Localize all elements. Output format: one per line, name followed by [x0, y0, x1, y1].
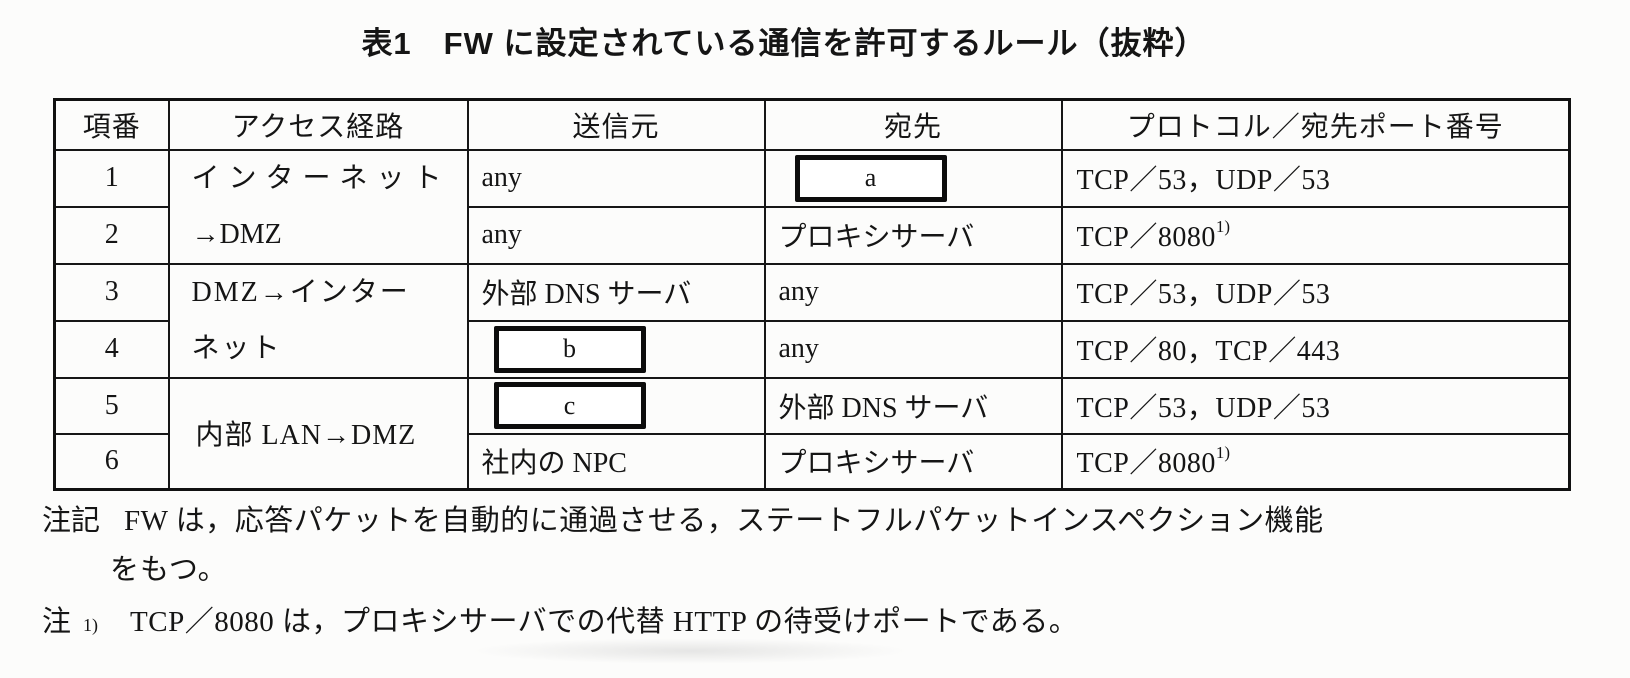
- header-destination: 宛先: [763, 98, 1063, 151]
- blank-letter-b: b: [563, 334, 576, 363]
- footnote-ref-6: 1): [1215, 443, 1231, 463]
- cell-no-2: 2: [53, 205, 170, 265]
- cell-source-6: 社内の NPC: [466, 432, 766, 491]
- cell-no-4: 4: [53, 319, 170, 379]
- cell-dest-1: a: [763, 148, 1063, 208]
- table-title: 表1 FW に設定されている通信を許可するルール（抜粋）: [361, 26, 1207, 61]
- protocol-text-4: TCP／80，TCP／443: [1076, 336, 1341, 367]
- cell-dest-6: プロキシサーバ: [763, 432, 1063, 491]
- route-line-1: DMZ→インター: [191, 276, 410, 308]
- cell-protocol-6: TCP／80801): [1060, 432, 1571, 491]
- cell-source-3: 外部 DNS サーバ: [466, 262, 766, 322]
- cell-no-6: 6: [53, 432, 170, 491]
- table-notes: 注記 FW は，応答パケットを自動的に通過させる，ステートフルパケットインスペク…: [42, 497, 1630, 650]
- cell-dest-2: プロキシサーバ: [763, 205, 1063, 265]
- table-row-1: 1 インターネット →DMZ any a TCP／53，UDP／53: [53, 148, 1571, 265]
- note-remark: 注記 FW は，応答パケットを自動的に通過させる，ステートフルパケットインスペク…: [42, 497, 1630, 546]
- cell-source-1: any: [466, 148, 766, 208]
- header-row: 項番 アクセス経路 送信元 宛先 プロトコル／宛先ポート番号: [53, 98, 1571, 151]
- cell-protocol-1: TCP／53，UDP／53: [1060, 148, 1571, 208]
- note-footnote-1: 注 1) TCP／8080 は，プロキシサーバでの代替 HTTP の待受けポート…: [42, 598, 1630, 650]
- cell-protocol-3: TCP／53，UDP／53: [1060, 262, 1571, 322]
- cell-no-5: 5: [53, 376, 170, 435]
- cell-protocol-5: TCP／53，UDP／53: [1060, 376, 1571, 435]
- cell-route-lan-dmz: 内部 LAN→DMZ: [167, 376, 469, 491]
- cell-dest-5: 外部 DNS サーバ: [763, 376, 1063, 435]
- cell-dest-3: any: [763, 262, 1063, 322]
- answer-blank-a: a: [794, 154, 947, 202]
- footnote-ref-2: 1): [1215, 217, 1231, 236]
- note-remark-label: 注記: [42, 505, 101, 537]
- cell-route-dmz-internet: DMZ→インター ネット: [167, 262, 469, 379]
- cell-source-4: b: [466, 319, 766, 379]
- note-footnote-sup: 1): [83, 615, 99, 635]
- table-row-6: 6 社内の NPC プロキシサーバ TCP／80801): [53, 432, 1571, 491]
- table-row-2: 2 any プロキシサーバ TCP／80801): [53, 205, 1571, 265]
- answer-blank-b: b: [493, 325, 646, 373]
- protocol-text-6: TCP／8080: [1076, 448, 1216, 480]
- fw-rules-table: 項番 アクセス経路 送信元 宛先 プロトコル／宛先ポート番号 1 インターネット…: [53, 98, 1571, 491]
- protocol-text-2: TCP／8080: [1076, 222, 1216, 253]
- route-line-1: インターネット: [191, 162, 451, 194]
- header-protocol-port: プロトコル／宛先ポート番号: [1060, 98, 1571, 151]
- cell-no-3: 3: [53, 262, 170, 322]
- blank-letter-a: a: [864, 163, 877, 192]
- note-remark-text: FW は，応答パケットを自動的に通過させる，ステートフルパケットインスペクション…: [124, 505, 1324, 537]
- answer-blank-c: c: [493, 382, 646, 429]
- note-footnote-label: 注: [42, 606, 72, 638]
- cell-source-2: any: [466, 205, 766, 265]
- header-access-route: アクセス経路: [167, 98, 469, 151]
- note-footnote-text: TCP／8080 は，プロキシサーバでの代替 HTTP の待受けポートである。: [130, 606, 1079, 638]
- table-row-5: 5 内部 LAN→DMZ c 外部 DNS サーバ TCP／53，UDP／53: [53, 376, 1571, 491]
- note-remark-continuation: をもつ。: [110, 554, 228, 586]
- protocol-text-3: TCP／53，UDP／53: [1076, 279, 1331, 310]
- route-line-2: ネット: [191, 332, 282, 364]
- header-source: 送信元: [466, 98, 766, 151]
- cell-dest-4: any: [763, 319, 1063, 379]
- table-row-4: 4 b any TCP／80，TCP／443: [53, 319, 1571, 379]
- cell-protocol-2: TCP／80801): [1060, 205, 1571, 265]
- blank-letter-c: c: [563, 390, 576, 420]
- cell-no-1: 1: [53, 148, 170, 208]
- protocol-text-5: TCP／53，UDP／53: [1076, 392, 1331, 424]
- cell-route-internet-dmz: インターネット →DMZ: [167, 148, 469, 265]
- route-line-2: →DMZ: [191, 218, 282, 250]
- header-item-no: 項番: [53, 98, 170, 151]
- cell-source-5: c: [466, 376, 766, 435]
- table-row-3: 3 DMZ→インター ネット 外部 DNS サーバ any TCP／53，UDP…: [53, 262, 1571, 379]
- protocol-text-1: TCP／53，UDP／53: [1076, 165, 1331, 196]
- cell-protocol-4: TCP／80，TCP／443: [1060, 319, 1571, 379]
